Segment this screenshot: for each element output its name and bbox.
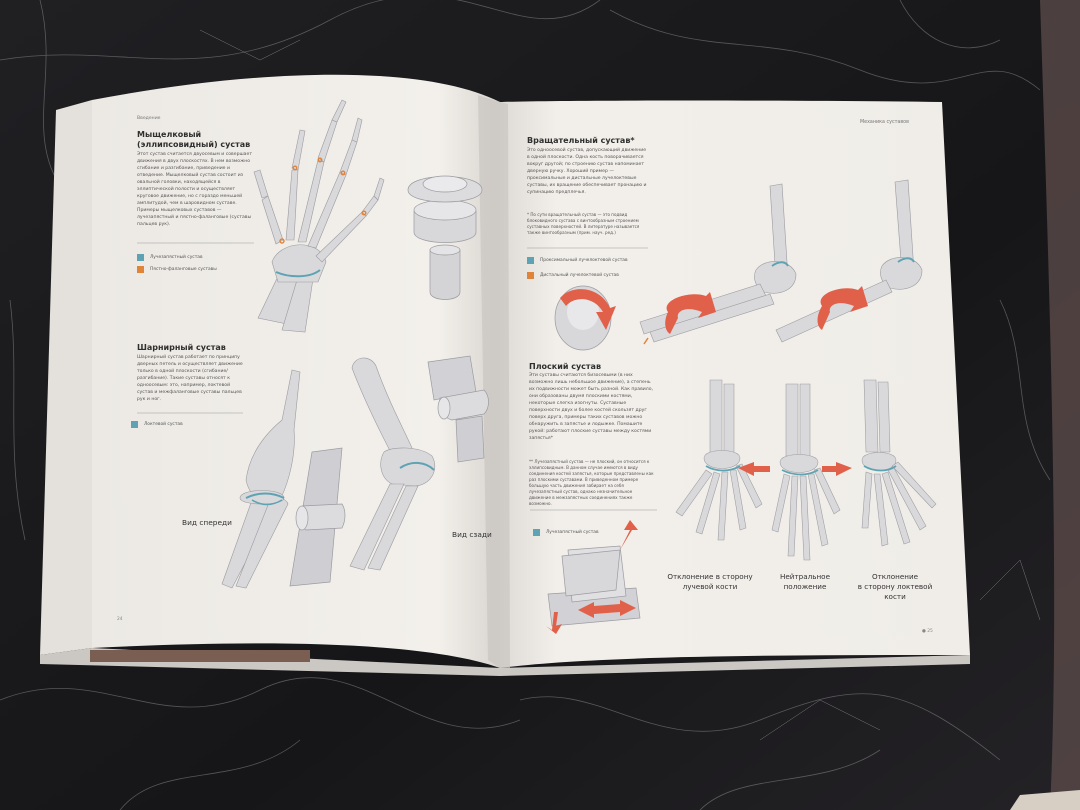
- legend-label-wrist: Лучезапястный сустав: [150, 255, 203, 260]
- caption-ulnar-deviation: Отклонение в сторону локтевой кости: [845, 572, 945, 602]
- condyloid-title-line1: Мыщелковый: [137, 130, 202, 139]
- legend-swatch-elbow: [131, 421, 138, 428]
- legend-swatch-mcp: [137, 266, 144, 273]
- condyloid-title-line2: (эллипсовидный) сустав: [137, 140, 251, 149]
- hand-skeleton-illustration: [253, 99, 385, 333]
- caption-neutral-position: Нейтральное положение: [765, 572, 845, 592]
- legend-label-mcp: Пястно-фаланговые суставы: [150, 267, 217, 272]
- hinge-joint-model-small: [427, 355, 489, 463]
- plane-title: Плоский сустав: [529, 362, 602, 371]
- legend-swatch-wrist-plane: [533, 529, 540, 536]
- plane-footnote: ** Лучезапястный сустав — не плоский, он…: [529, 459, 654, 506]
- right-page: [500, 100, 970, 668]
- condyloid-body: Этот сустав считается двуосевым и соверш…: [137, 152, 253, 227]
- page-number-right-value: 25: [927, 629, 933, 634]
- caption-ulnar-line2: в сторону локтевой: [857, 582, 933, 591]
- caption-radial-line1: Отклонение в сторону: [667, 572, 753, 581]
- page-number-right: ● 25: [922, 629, 933, 634]
- pivot-ball-model: [554, 285, 616, 351]
- pivot-footnote: * По сути вращательный сустав — это подв…: [527, 212, 640, 235]
- legend-label-proximal: Проксимальный лучелоктевой сустав: [540, 258, 628, 263]
- pivot-body: Это одноосевой сустав, допускающий движе…: [527, 148, 647, 195]
- running-head-right: Механика суставов: [860, 120, 909, 125]
- wrist-hands-illustration: [675, 379, 937, 561]
- running-head-left: Введение: [137, 116, 161, 121]
- hinge-body: Шарнирный сустав работает по принципу дв…: [137, 355, 243, 402]
- plane-body: Эти суставы считаются бизосевыми (в них …: [529, 373, 653, 441]
- front-view-label: Вид спереди: [182, 518, 232, 527]
- legend-swatch-wrist: [137, 254, 144, 261]
- pivot-title: Вращательный сустав*: [527, 136, 635, 145]
- legend-swatch-proximal: [527, 257, 534, 264]
- caption-neutral-line2: положение: [783, 582, 827, 591]
- caption-radial-line2: лучевой кости: [682, 582, 738, 591]
- legend-label-wrist-plane: Лучезапястный сустав: [546, 530, 599, 535]
- legend-swatch-distal: [527, 272, 534, 279]
- caption-radial-deviation: Отклонение в сторону лучевой кости: [660, 572, 760, 592]
- caption-ulnar-line3: кости: [884, 592, 906, 601]
- plane-joint-blocks: [547, 545, 641, 627]
- caption-neutral-line1: Нейтральное: [779, 572, 830, 581]
- hinge-joint-model: [289, 447, 346, 587]
- legend-label-distal: Дистальный лучелоктевой сустав: [540, 273, 619, 278]
- caption-ulnar-line1: Отклонение: [871, 572, 919, 581]
- elbow-back-illustration: [349, 357, 436, 571]
- marble-veins: [0, 0, 1051, 810]
- back-view-label: Вид сзади: [452, 530, 492, 539]
- condyloid-joint-model: [407, 175, 483, 300]
- page-number-left: 24: [117, 617, 123, 622]
- legend-label-elbow: Локтевой сустав: [144, 422, 183, 427]
- hinge-title: Шарнирный сустав: [137, 343, 226, 352]
